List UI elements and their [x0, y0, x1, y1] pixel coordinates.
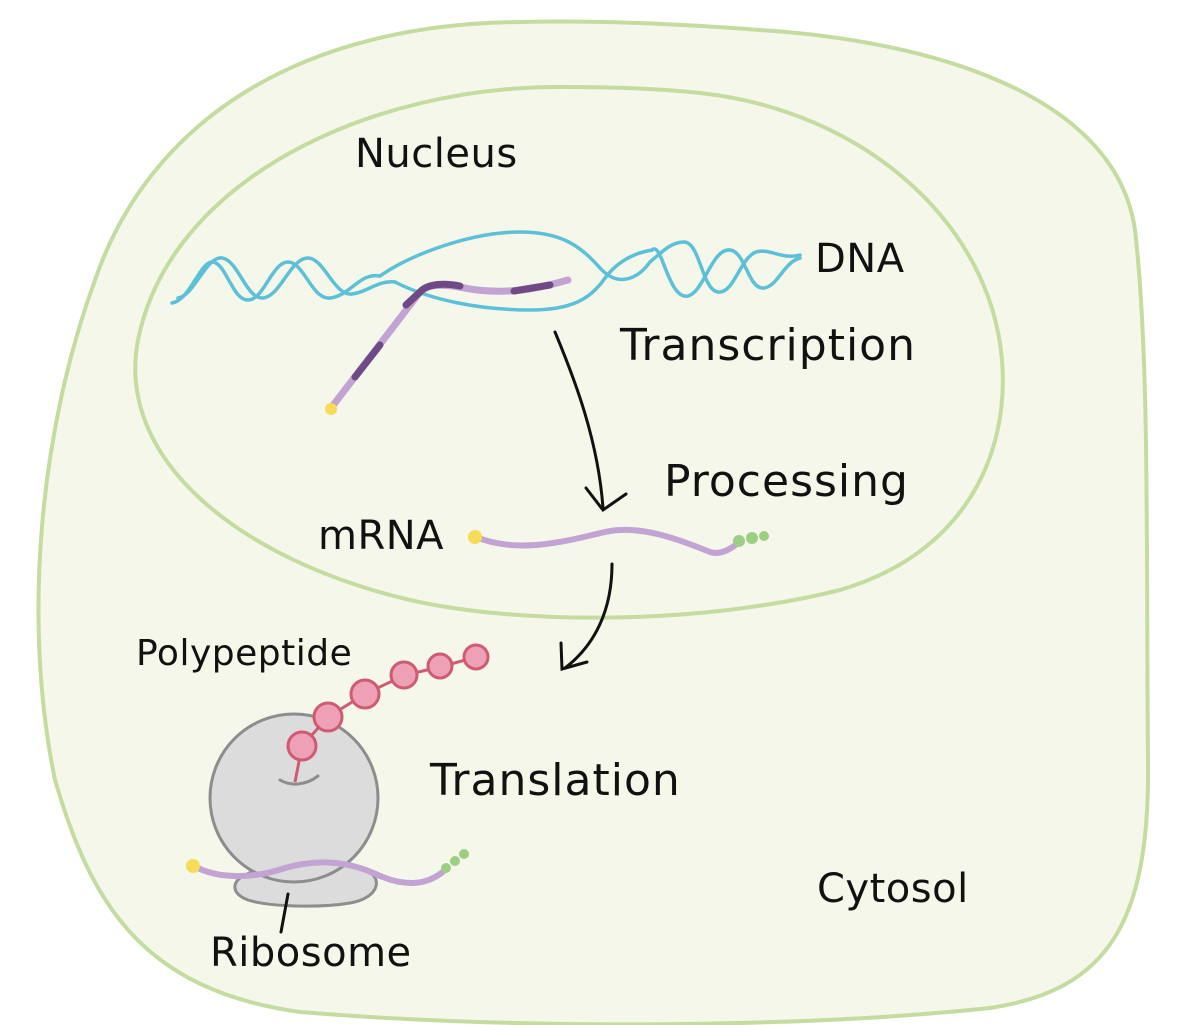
ribosome-mrna-tail	[441, 849, 469, 873]
amino-acid	[462, 643, 490, 671]
label-dna: DNA	[815, 236, 905, 282]
label-mrna: mRNA	[318, 513, 444, 559]
dna-helix	[170, 230, 802, 312]
mature-mrna	[468, 526, 769, 556]
label-polypeptide: Polypeptide	[136, 633, 352, 674]
label-cytosol: Cytosol	[817, 866, 969, 912]
ribosome-mrna-cap	[186, 859, 200, 873]
nascent-rna	[327, 276, 572, 412]
amino-acid	[349, 678, 381, 710]
label-translation: Translation	[429, 755, 681, 806]
amino-acid	[426, 652, 454, 680]
label-transcription: Transcription	[619, 320, 916, 371]
export-arrow	[559, 562, 614, 671]
polypeptide-chain	[286, 643, 490, 783]
ribosome-mrna	[186, 849, 469, 886]
transcription-arrow	[553, 330, 628, 513]
mrna-cap	[468, 530, 482, 544]
amino-acid	[389, 660, 419, 690]
mrna-poly-a-tail	[733, 531, 769, 547]
label-ribosome: Ribosome	[210, 930, 412, 976]
label-nucleus: Nucleus	[355, 131, 518, 177]
amino-acid	[312, 701, 344, 733]
label-processing: Processing	[664, 456, 909, 507]
ribosome-large-subunit	[208, 712, 380, 884]
nascent-rna-cap	[325, 403, 337, 415]
ribosome-pointer	[279, 892, 290, 934]
amino-acid	[286, 730, 318, 762]
nucleus-membrane	[133, 84, 1005, 620]
